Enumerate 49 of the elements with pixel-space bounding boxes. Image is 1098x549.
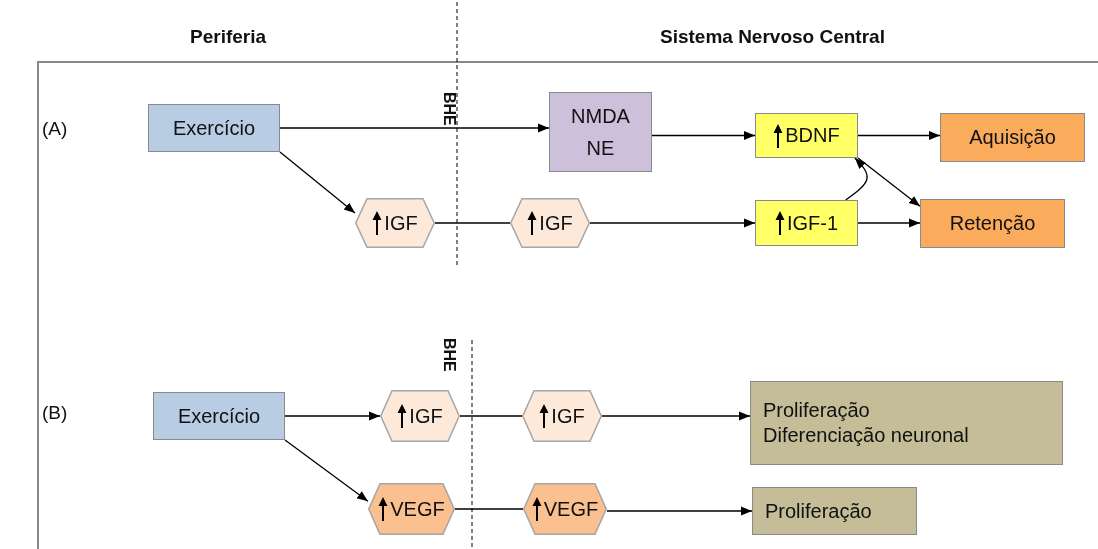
- node-label: Aquisição: [969, 125, 1056, 150]
- arrow: [845, 157, 868, 201]
- column-heading: Sistema Nervoso Central: [660, 26, 885, 48]
- node-label: IGF: [409, 403, 443, 429]
- hexagon-node: [380, 390, 460, 442]
- node-label: VEGF: [390, 496, 445, 522]
- process-box: [750, 381, 1063, 465]
- node-label: IGF: [539, 210, 573, 236]
- hexagon-node: [523, 483, 607, 535]
- process-box: [148, 104, 280, 152]
- process-box: [940, 113, 1085, 162]
- node-label: Proliferação: [763, 398, 870, 423]
- node-label: Exercício: [172, 115, 256, 141]
- arrow: [857, 131, 941, 140]
- column-heading: Periferia: [190, 26, 267, 48]
- arrow: [284, 439, 369, 502]
- panel-label: (B): [42, 402, 68, 424]
- arrow: [606, 506, 753, 516]
- arrow: [284, 411, 381, 421]
- node-label: BDNF: [785, 123, 840, 148]
- barrier-label: BHE: [440, 92, 458, 126]
- hexagon-node: [355, 198, 435, 248]
- barrier-label: BHE: [440, 338, 458, 372]
- node-label: VEGF: [543, 496, 599, 522]
- node-label: IGF-1: [786, 210, 839, 236]
- process-box: [755, 200, 858, 246]
- process-box: [920, 199, 1065, 248]
- arrow: [279, 151, 356, 214]
- node-label: IGF: [384, 210, 418, 236]
- hexagon-node: [522, 390, 602, 442]
- node-label: IGF: [551, 403, 585, 429]
- panel-label: (A): [42, 118, 68, 140]
- arrow: [279, 123, 550, 133]
- node-label: Proliferação: [765, 498, 872, 524]
- arrow: [857, 157, 921, 207]
- arrow: [601, 411, 751, 421]
- node-label: Exercício: [177, 403, 261, 429]
- process-box: [755, 113, 858, 158]
- hexagon-node: [510, 198, 590, 248]
- arrow: [857, 218, 921, 228]
- arrow: [651, 131, 756, 140]
- process-box: [153, 392, 285, 440]
- process-box: [752, 487, 917, 535]
- hexagon-node: [368, 483, 455, 535]
- node-label: NMDA NE: [570, 104, 631, 161]
- arrow: [589, 218, 756, 228]
- process-box: [549, 92, 652, 172]
- node-label: Diferenciação neuronal: [763, 423, 969, 448]
- node-label: Retenção: [949, 211, 1036, 236]
